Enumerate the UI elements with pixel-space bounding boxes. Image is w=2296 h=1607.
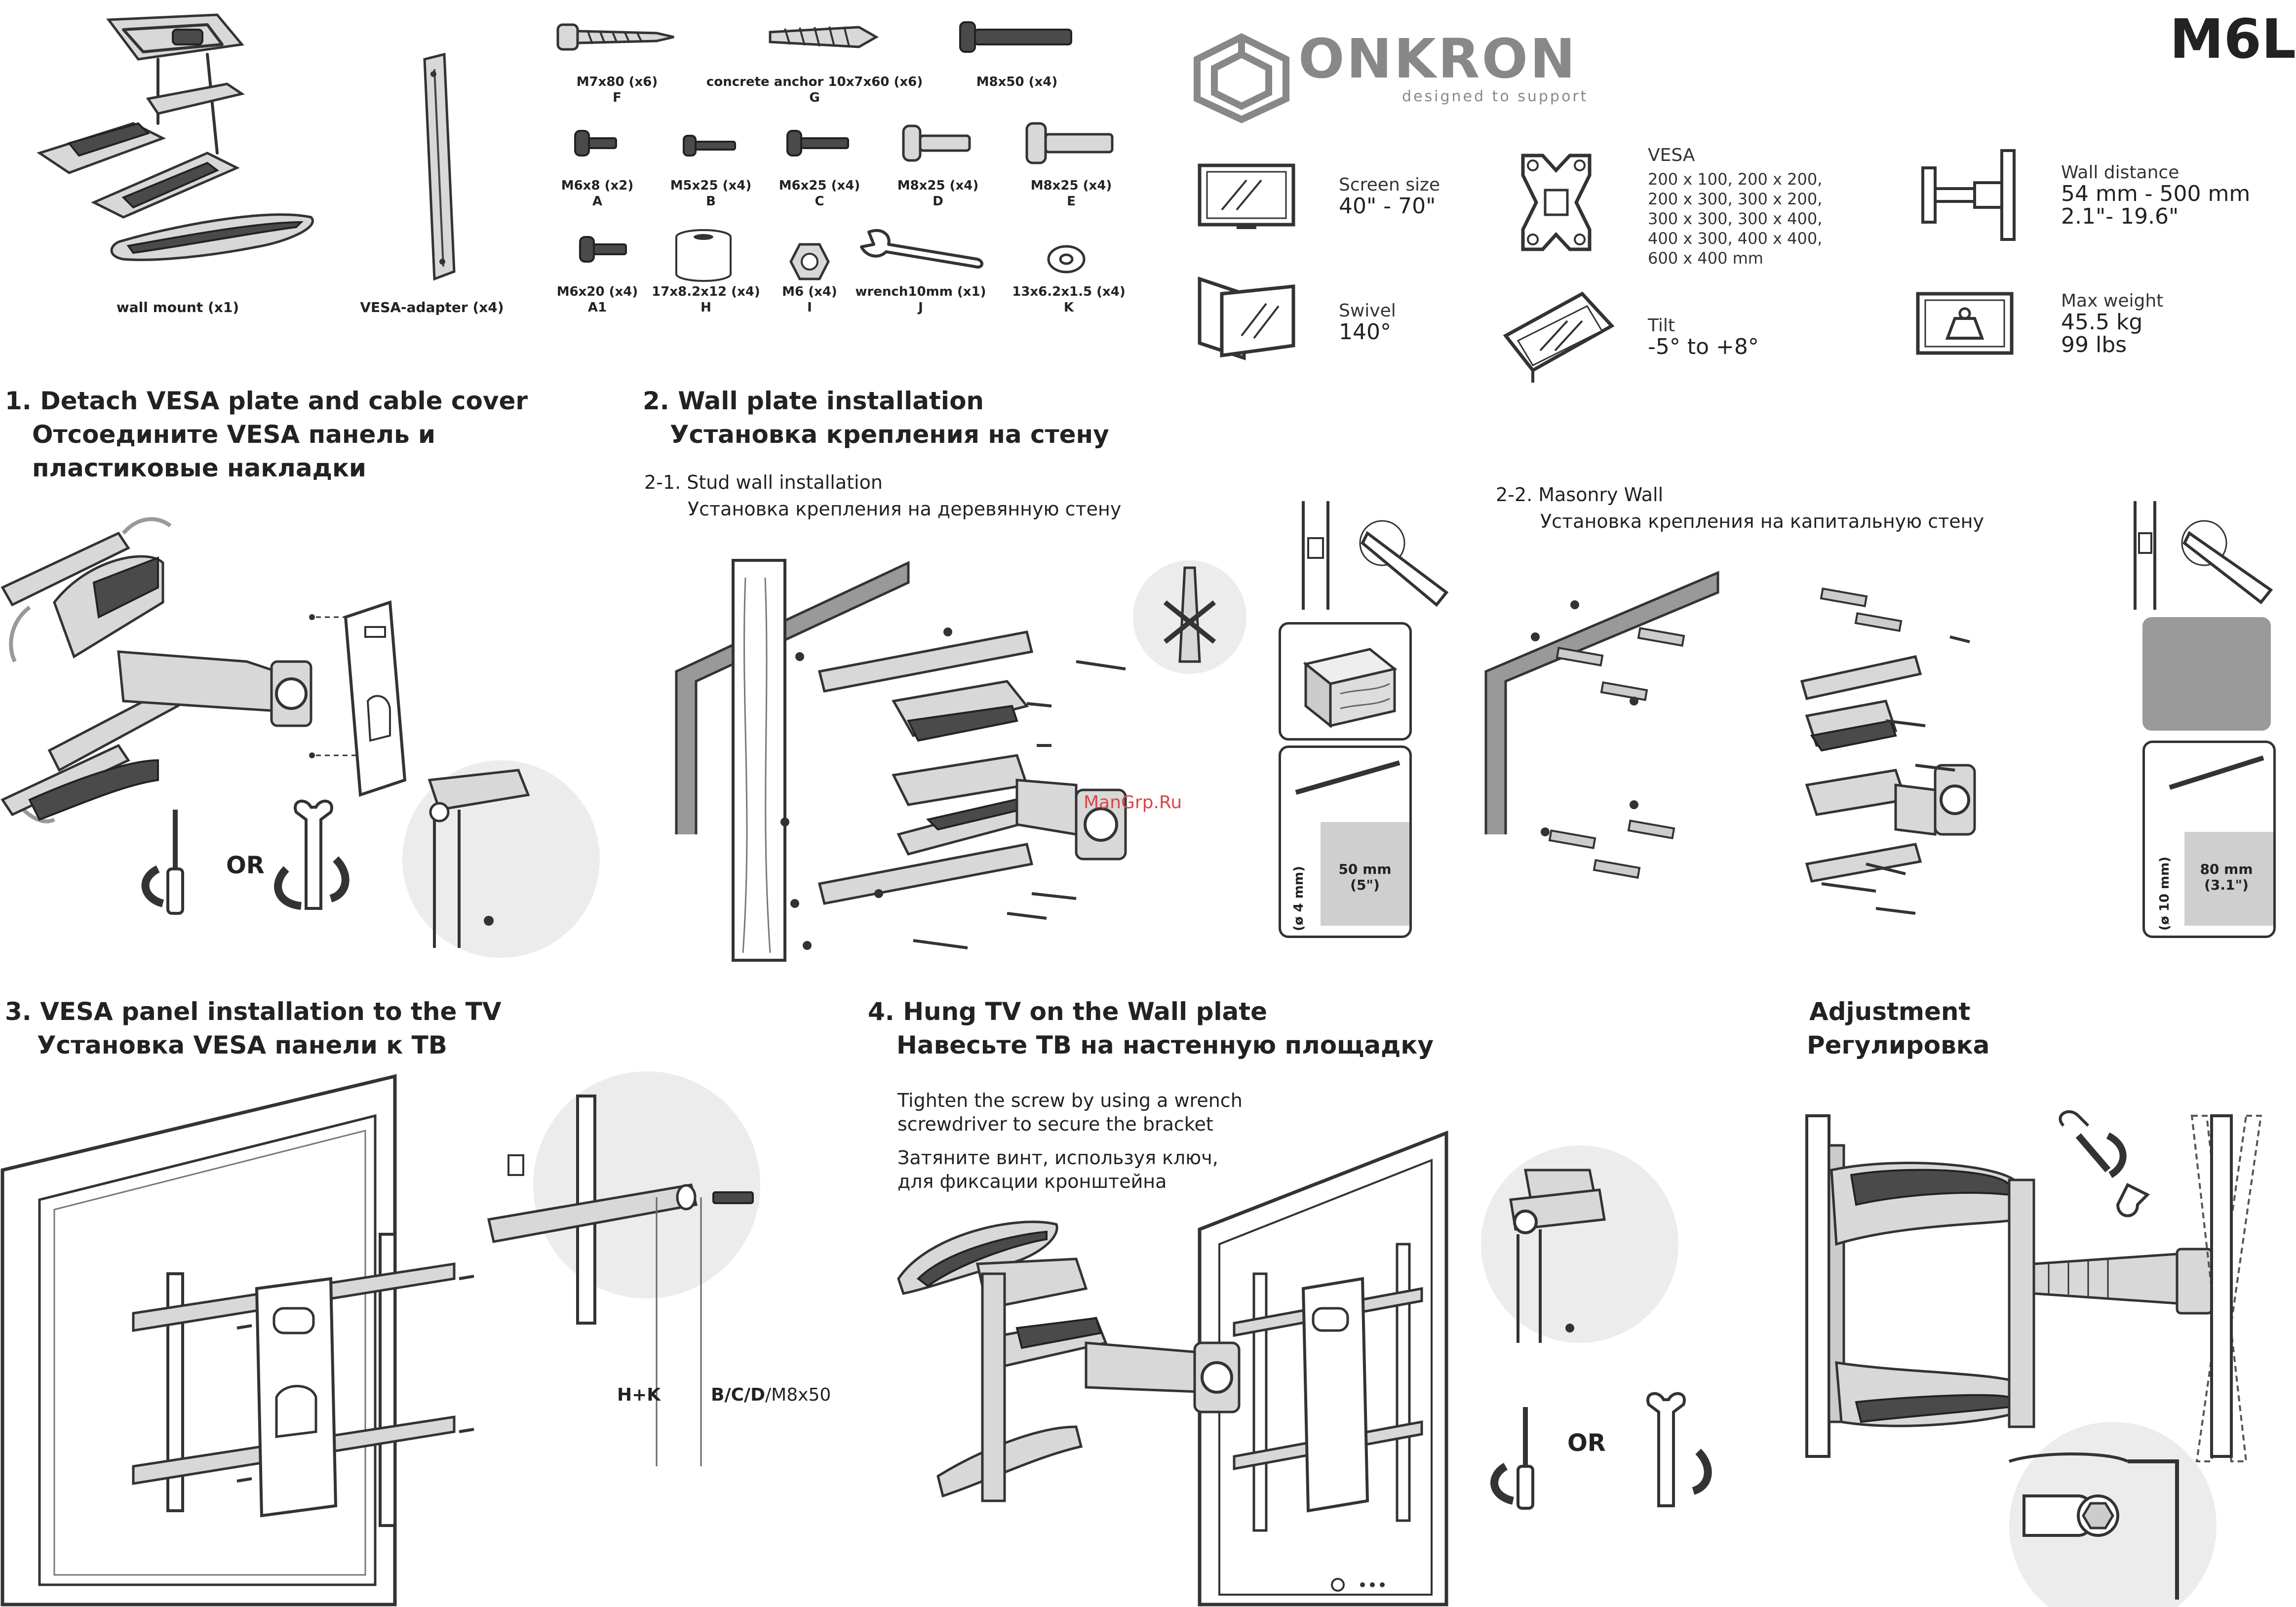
screen-size-spec: Screen size 40" - 70" xyxy=(1339,175,1440,218)
bolt-icon-a1 xyxy=(579,236,627,263)
vesa-pattern-icon xyxy=(1521,154,1592,251)
wall-distance-mm: 54 mm - 500 mm xyxy=(2061,181,2251,206)
tilt-spec: Tilt -5° to +8° xyxy=(1648,316,1759,358)
part-i: M6 (x4)I xyxy=(782,284,837,315)
step3-ref-bolts: B/C/D/M8x50 xyxy=(711,1385,831,1405)
vesa-adapter-illustration xyxy=(423,52,456,281)
step1-or: OR xyxy=(226,852,265,879)
spacer-icon-h xyxy=(675,229,732,282)
masonry-drill-depth: 80 mm (3.1") xyxy=(2200,861,2253,893)
stud-pencil-detail xyxy=(1302,501,1449,610)
step2-2-subtitle: 2-2. Masonry Wall Установка крепления на… xyxy=(1496,484,1984,532)
brand-name: ONKRON xyxy=(1298,27,1578,90)
stud-drill-depth: 50 mm (5") xyxy=(1338,861,1392,893)
wall-distance-spec: Wall distance 54 mm - 500 mm 2.1"- 19.6" xyxy=(2061,163,2250,228)
step3-illustration xyxy=(0,1071,760,1607)
adjustment-title: Adjustment Регулировка xyxy=(1807,997,1990,1059)
masonry-pencil-detail xyxy=(2134,501,2273,610)
step2-1-subtitle: 2-1. Stud wall installation Установка кр… xyxy=(644,471,1122,520)
vesa-adapter-label: VESA-adapter (x4) xyxy=(360,299,504,315)
step4-title: 4. Hung TV on the Wall plate Навесьте ТВ… xyxy=(868,997,1434,1059)
onkron-logo-icon xyxy=(1194,33,1289,123)
part-h: 17x8.2x12 (x4)H xyxy=(652,284,760,315)
part-j: wrench10mm (x1)J xyxy=(855,284,986,315)
adjustment-illustration xyxy=(1805,1110,2262,1607)
step4-note: Tighten the screw by using a wrench scre… xyxy=(897,1090,1243,1192)
model-number: M6L xyxy=(2170,7,2296,71)
masonry-wall-illustration xyxy=(1484,571,1976,915)
swivel-value: 140° xyxy=(1339,319,1391,345)
part-k: 13x6.2x1.5 (x4)K xyxy=(1012,284,1126,315)
wall-distance-icon xyxy=(1921,149,2016,241)
step4-illustration xyxy=(897,1130,1712,1607)
max-weight-label: Max weight xyxy=(2061,291,2164,311)
brand-tagline: designed to support xyxy=(1402,88,1589,105)
max-weight-icon xyxy=(1916,292,2014,355)
part-m8x50: M8x50 (x4) xyxy=(976,75,1058,89)
part-a: M6x8 (x2)A xyxy=(561,178,634,209)
screw-icon-f xyxy=(556,23,674,51)
part-a1: M6x20 (x4)A1 xyxy=(556,284,638,315)
part-c: M6x25 (x4)C xyxy=(778,178,860,209)
wall-distance-in: 2.1"- 19.6" xyxy=(2061,204,2179,229)
max-weight-kg: 45.5 kg xyxy=(2061,310,2143,335)
tilt-icon xyxy=(1503,291,1615,383)
anchor-icon-g xyxy=(769,26,879,48)
vesa-spec: VESA 200 x 100, 200 x 200, 200 x 300, 30… xyxy=(1648,146,1822,268)
vesa-values: 200 x 100, 200 x 200, 200 x 300, 300 x 2… xyxy=(1648,170,1823,268)
step2-title: 2. Wall plate installation Установка кре… xyxy=(643,387,1109,449)
stud-wood-box xyxy=(1279,622,1412,741)
tilt-value: -5° to +8° xyxy=(1648,334,1759,359)
screen-size-label: Screen size xyxy=(1339,175,1440,195)
bolt-icon-e xyxy=(1025,122,1114,164)
stud-drill-box: 50 mm (5") (ø 4 mm) xyxy=(1279,745,1412,938)
max-weight-spec: Max weight 45.5 kg 99 lbs xyxy=(2061,291,2163,356)
screen-size-value: 40" - 70" xyxy=(1339,194,1436,219)
part-d: M8x25 (x4)D xyxy=(897,178,979,209)
wrench-icon-j xyxy=(860,229,983,269)
masonry-drill-box: 80 mm (3.1") (ø 10 mm) xyxy=(2142,741,2276,938)
bolt-icon-d xyxy=(902,124,971,162)
part-g: concrete anchor 10x7x60 (x6)G xyxy=(706,75,923,105)
swivel-icon xyxy=(1198,276,1295,360)
part-b: M5x25 (x4)B xyxy=(670,178,752,209)
bolt-icon-a xyxy=(574,130,617,157)
washer-icon-k xyxy=(1047,245,1086,274)
vesa-label: VESA xyxy=(1648,145,1695,165)
wall-mount-label: wall mount (x1) xyxy=(116,299,239,315)
max-weight-lbs: 99 lbs xyxy=(2061,332,2127,357)
step1-title: 1. Detach VESA plate and cable cover Отс… xyxy=(5,387,528,482)
swivel-spec: Swivel 140° xyxy=(1339,301,1396,344)
stud-drill-diameter: (ø 4 mm) xyxy=(1291,865,1307,932)
part-e: M8x25 (x4)E xyxy=(1030,178,1112,209)
watermark: ManGrp.Ru xyxy=(1084,792,1182,813)
step1-illustration xyxy=(0,517,600,958)
bolt-icon-m8x50 xyxy=(959,21,1072,53)
wall-mount-illustration xyxy=(37,13,314,261)
bolt-icon-b xyxy=(683,135,736,157)
swivel-label: Swivel xyxy=(1339,301,1396,321)
bolt-icon-c xyxy=(786,130,849,157)
masonry-drill-diameter: (ø 10 mm) xyxy=(2157,856,2173,931)
masonry-concrete-box xyxy=(2142,617,2271,731)
nut-icon-i xyxy=(789,243,830,280)
step3-ref-hk: H+K xyxy=(617,1385,661,1405)
tilt-label: Tilt xyxy=(1648,315,1675,336)
stud-wall-illustration xyxy=(675,559,1246,962)
wall-distance-label: Wall distance xyxy=(2061,162,2179,183)
part-f: M7x80 (x6)F xyxy=(576,75,658,105)
step4-or: OR xyxy=(1567,1429,1606,1457)
screen-size-icon xyxy=(1198,163,1295,229)
step3-title: 3. VESA panel installation to the TV Уст… xyxy=(5,997,502,1059)
